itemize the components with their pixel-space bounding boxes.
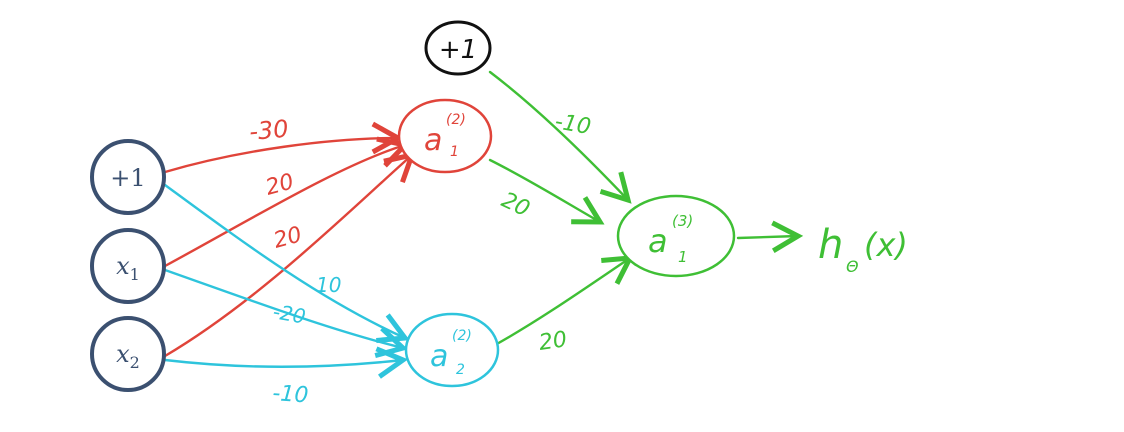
weight-x1-to-a22: -20 [271,299,307,328]
x1-sub: 1 [130,265,140,284]
edge-a22-to-a31 [493,255,635,347]
a21-base: a [424,123,442,158]
edge-bias-to-a21 [163,121,404,174]
a22-sub: 2 [456,362,465,378]
output-hypothesis: h Θ (x) [818,222,908,276]
edge-bias-to-a22 [163,183,410,343]
a21-sub: 1 [450,144,459,160]
edges-to-a21 [163,121,416,358]
a22-node: a (2) 2 [404,312,500,388]
edges-to-a31 [488,70,804,347]
a21-node: a (2) 1 [397,98,493,174]
weight-bias-to-a22: 10 [316,273,341,297]
weight-a21-to-a31: 20 [497,188,533,222]
x2-sub: 2 [130,353,140,372]
input-layer: +1 x1 x2 [90,139,166,392]
edge-x2-to-a21 [163,151,416,358]
edge-a21-to-a31 [488,158,605,225]
a31-sup: (3) [672,212,693,230]
output-arg: (x) [864,226,908,264]
svg-text:a: a [424,123,442,158]
svg-text:x2: x2 [116,340,140,372]
x1-node: x1 [90,228,166,304]
svg-text:x1: x1 [116,252,140,284]
edge-a31-to-output [736,220,804,253]
weight-a22-to-a31: 20 [537,327,568,356]
weight-x2-to-a21: 20 [271,222,305,253]
output-sub: Θ [846,257,859,276]
a22-base: a [430,339,448,374]
edge-x2-to-a22 [163,346,409,379]
edge-x1-to-a21 [163,136,410,268]
a31-sub: 1 [678,248,688,266]
edges-to-a22 [163,183,410,379]
x2-base: x [116,340,130,368]
svg-text:a: a [430,339,448,374]
input-bias-node: +1 [90,139,166,215]
a22-sup: (2) [452,328,472,344]
hidden-bias-label: +1 [439,35,477,65]
output-base: h [818,222,843,268]
hidden-bias-node: +1 [424,20,492,76]
x1-base: x [116,252,130,280]
input-bias-label: +1 [110,164,145,192]
edge-x1-to-a22 [163,268,409,358]
a31-base: a [648,222,668,260]
svg-text:a: a [648,222,668,260]
weight-x2-to-a22: -10 [272,381,310,408]
edge-bias2-to-a31 [488,70,632,204]
x2-node: x2 [90,316,166,392]
a21-sup: (2) [446,112,466,128]
weight-bias2-to-a31: -10 [553,109,593,140]
weight-bias-to-a21: -30 [248,115,289,146]
a31-node: a (3) 1 [616,194,736,278]
